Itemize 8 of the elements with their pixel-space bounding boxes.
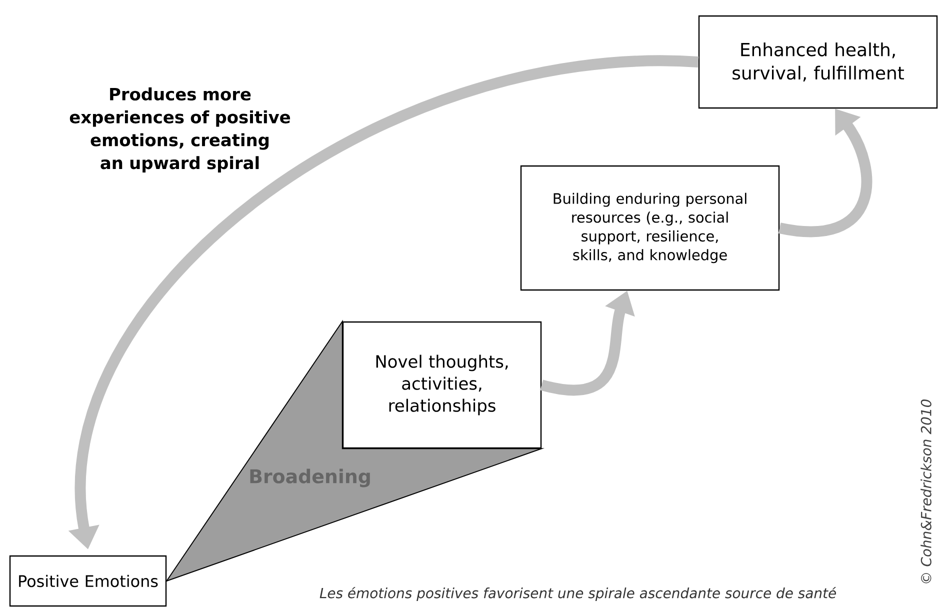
text-box: Positive Emotions [9,555,167,607]
edge-label: Produces more experiences of positive emotions, creating an upward spiral [70,87,290,173]
text-box: Building enduring personal resources (e.g., social support, resilience, skills, and knowledge [520,165,780,291]
text-box: Enhanced health, survival, fulfillment [698,15,938,109]
caption: Les émotions positives favorisent une spirale ascendante source de santé [320,586,836,602]
text-box: Novel thoughts, activities, relationships [342,321,542,449]
edge-label: Broadening [250,468,370,488]
copyright-note: © Cohn&Fredrickson 2010 [920,400,932,584]
